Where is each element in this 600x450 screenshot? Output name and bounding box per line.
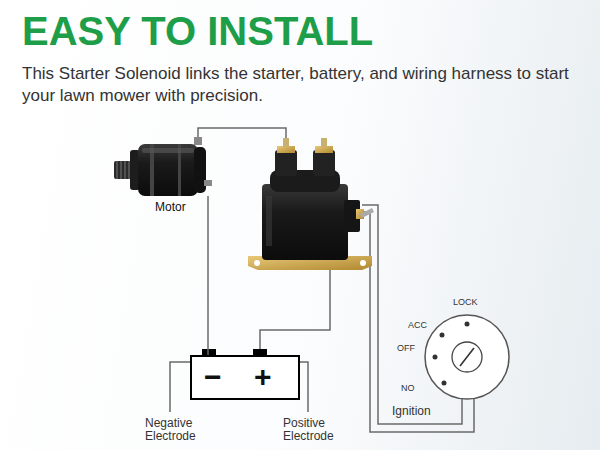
starter-wire (198, 128, 286, 140)
negative-leader (170, 362, 190, 412)
title: EASY TO INSTALL (22, 8, 373, 54)
switch-position: NO (401, 383, 431, 394)
terminal-sign: − (204, 359, 222, 395)
starter-motor (114, 137, 212, 196)
subtitle: This Starter Solenoid links the starter,… (22, 63, 570, 107)
motor-ground-stub (207, 196, 209, 222)
terminal-sign: + (254, 359, 272, 395)
battery-box: −+ (190, 355, 300, 400)
starter-motor-box: Motor (128, 136, 212, 222)
positive-leader (300, 362, 308, 412)
terminal-label: Positive Electrode (283, 417, 343, 443)
ignition-label: Ignition (392, 404, 452, 418)
starter-solenoid (248, 138, 374, 270)
part-name: Motor (155, 200, 186, 214)
positive-wire (260, 268, 330, 349)
wire (207, 222, 209, 355)
terminal-label: Negative Electrode (145, 417, 205, 443)
switch-position: OFF (397, 343, 427, 354)
switch-position: LOCK (453, 297, 493, 308)
switch-position: ACC (408, 320, 438, 331)
ignition-switch (425, 315, 509, 399)
wires (170, 128, 474, 432)
